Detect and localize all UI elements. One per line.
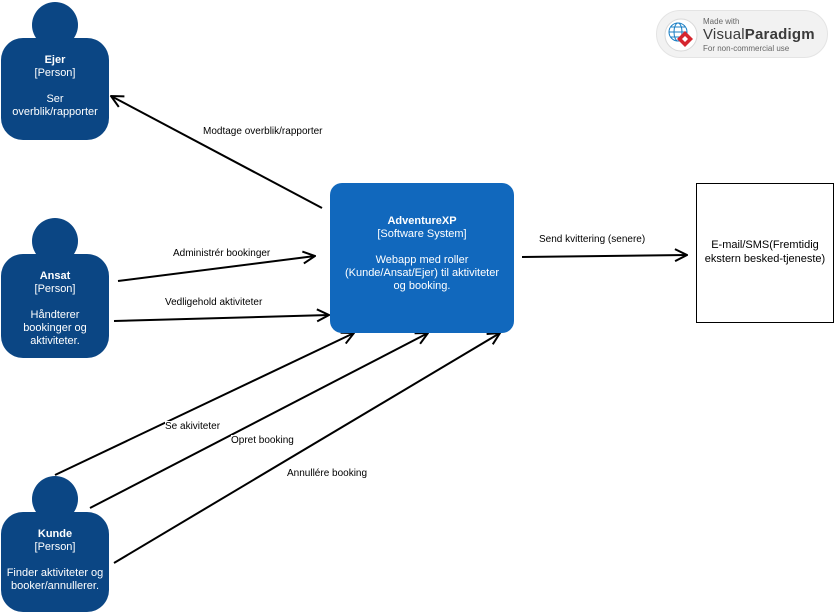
external-line-1: E-mail/SMS(Fremtidig xyxy=(711,239,819,251)
external-line-2: ekstern besked-tjeneste) xyxy=(704,253,826,265)
label-administrer-bookinger: Administrér bookinger xyxy=(173,248,271,260)
ejer-desc-line-2: overblik/rapporter xyxy=(12,106,98,118)
watermark-brand: VisualParadigm xyxy=(703,26,815,43)
visual-paradigm-watermark: Made with VisualParadigm For non-commerc… xyxy=(656,10,828,58)
label-modtage-overblik: Modtage overblik/rapporter xyxy=(203,126,323,138)
watermark-brand-part1: Visual xyxy=(703,26,745,43)
ansat-person: Ansat [Person] Håndterer bookinger og ak… xyxy=(1,254,109,358)
system-type: [Software System] xyxy=(377,228,467,240)
edge-ansat-vedligehold xyxy=(113,315,329,321)
adventurexp-system: AdventureXP [Software System] Webapp med… xyxy=(330,183,514,333)
visual-paradigm-logo-icon xyxy=(664,18,698,52)
edge-system-to-ejer xyxy=(111,96,323,209)
system-desc-line-3: og booking. xyxy=(393,280,451,292)
edge-kunde-annuller-booking xyxy=(113,333,500,564)
watermark-brand-part2: Paradigm xyxy=(744,26,815,43)
ejer-person: Ejer [Person] Ser overblik/rapporter xyxy=(1,38,109,140)
watermark-tagline: For non-commercial use xyxy=(703,44,790,53)
system-desc-line-1: Webapp med roller xyxy=(375,254,469,266)
ansat-type: [Person] xyxy=(34,283,76,295)
label-vedligehold-aktiviteter: Vedligehold aktiviteter xyxy=(165,297,263,309)
kunde-type: [Person] xyxy=(34,541,76,553)
watermark-made-with: Made with xyxy=(703,17,740,26)
ejer-type: [Person] xyxy=(34,67,76,79)
system-desc-line-2: (Kunde/Ansat/Ejer) til aktiviteter xyxy=(344,267,500,279)
kunde-person: Kunde [Person] Finder aktiviteter og boo… xyxy=(1,512,109,612)
label-annuller-booking: Annullére booking xyxy=(287,468,368,480)
edge-system-to-external xyxy=(521,255,687,257)
edge-kunde-opret-booking xyxy=(89,333,428,509)
edge-ansat-administrer xyxy=(117,256,315,282)
edge-kunde-se-aktiviteter xyxy=(54,333,354,476)
system-name: AdventureXP xyxy=(387,215,457,227)
kunde-desc-line-2: booker/annullerer. xyxy=(10,580,100,592)
label-opret-booking: Opret booking xyxy=(231,435,294,447)
ejer-name: Ejer xyxy=(44,54,66,66)
ansat-name: Ansat xyxy=(39,270,71,282)
kunde-desc-line-1: Finder aktiviteter og xyxy=(6,567,104,579)
ansat-desc-line-2: bookinger og xyxy=(23,322,87,334)
label-se-aktiviteter: Se akiviteter xyxy=(165,421,221,433)
label-send-kvittering: Send kvittering (senere) xyxy=(539,234,646,246)
external-messaging-system: E-mail/SMS(Fremtidig ekstern besked-tjen… xyxy=(696,183,834,323)
ansat-desc-line-3: aktiviteter. xyxy=(30,335,80,347)
ansat-desc-line-1: Håndterer xyxy=(30,309,80,321)
kunde-name: Kunde xyxy=(37,528,73,540)
ejer-desc-line-1: Ser xyxy=(46,93,64,105)
